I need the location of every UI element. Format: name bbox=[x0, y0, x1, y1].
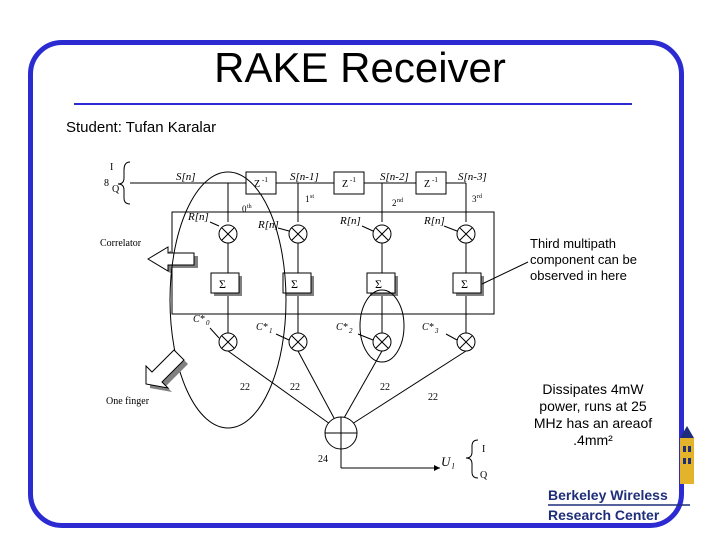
r-feed-3 bbox=[443, 225, 458, 232]
width-22-c: 22 bbox=[380, 382, 390, 393]
tap-1-label: 1 bbox=[305, 194, 310, 204]
tap-0-label: 0 bbox=[242, 204, 247, 214]
s-n3-label: S[n-3] bbox=[458, 171, 487, 183]
logo-line-1: Berkeley Wireless bbox=[548, 487, 668, 503]
sum-block-2 bbox=[366, 272, 398, 296]
multiplier-r-1 bbox=[288, 224, 308, 244]
tap-3-sup: rd bbox=[477, 194, 482, 200]
input-q-label: Q bbox=[112, 184, 120, 195]
sum-2-label: Σ bbox=[375, 277, 382, 291]
input-bits-label: 8 bbox=[104, 178, 109, 189]
to-adder-2 bbox=[343, 350, 383, 419]
slide-subtitle: Student: Tufan Karalar bbox=[66, 119, 217, 136]
delay-1-exp: -1 bbox=[262, 176, 268, 184]
output-brace bbox=[465, 439, 479, 479]
slide-title: RAKE Receiver bbox=[214, 44, 506, 91]
tap-2-label: 2 bbox=[392, 198, 397, 208]
tap-2-sup: nd bbox=[397, 198, 403, 204]
one-finger-outline bbox=[169, 171, 287, 429]
width-22-b: 22 bbox=[290, 382, 300, 393]
multipath-note: Third multipath component can be observe… bbox=[530, 236, 637, 283]
c-feed-2 bbox=[357, 333, 374, 341]
correlator-arrow bbox=[147, 246, 198, 274]
delay-block-3 bbox=[415, 171, 447, 195]
c2-label: C* bbox=[336, 322, 348, 333]
multiplier-r-3 bbox=[456, 224, 476, 244]
delay-2-label: Z bbox=[342, 179, 348, 190]
one-finger-label: One finger bbox=[106, 396, 150, 407]
c-feed-0 bbox=[209, 327, 220, 339]
multiplier-r-0 bbox=[218, 224, 238, 244]
r-n-label-0: R[n] bbox=[187, 211, 209, 223]
tap-3-label: 3 bbox=[472, 194, 477, 204]
c0-sub: 0 bbox=[206, 319, 210, 327]
delay-3-exp: -1 bbox=[432, 176, 438, 184]
multiplier-c-3 bbox=[456, 332, 476, 352]
title-underline bbox=[74, 103, 632, 105]
to-adder-0 bbox=[227, 350, 331, 425]
s-n1-label: S[n-1] bbox=[290, 171, 319, 183]
sum-0-label: Σ bbox=[219, 277, 226, 291]
c3-sub: 3 bbox=[434, 327, 439, 335]
multiplier-c-2 bbox=[372, 332, 392, 352]
slide-frame bbox=[28, 40, 684, 528]
sum-3-label: Σ bbox=[461, 277, 468, 291]
r-n-label-1: R[n] bbox=[257, 219, 279, 231]
multipath-pointer bbox=[481, 261, 529, 285]
output-u-sub: l bbox=[452, 462, 455, 471]
output-i-label: I bbox=[482, 444, 485, 455]
to-adder-3 bbox=[351, 350, 467, 425]
c2-sub: 2 bbox=[349, 327, 353, 335]
multiplier-c-0 bbox=[218, 332, 238, 352]
multiplier-r-2 bbox=[372, 224, 392, 244]
delay-block-2 bbox=[333, 171, 365, 195]
power-note: Dissipates 4mW power, runs at 25 MHz has… bbox=[533, 381, 653, 448]
delay-block-1 bbox=[245, 171, 277, 195]
c0-label: C* bbox=[193, 314, 205, 325]
correlator-label: Correlator bbox=[100, 238, 142, 249]
width-22-d: 22 bbox=[428, 392, 438, 403]
c3-label: C* bbox=[422, 322, 434, 333]
r-feed-0 bbox=[209, 221, 220, 227]
delay-1-label: Z bbox=[254, 179, 260, 190]
tap-1-sup: st bbox=[310, 194, 314, 200]
to-adder-1 bbox=[297, 350, 335, 419]
width-24: 24 bbox=[318, 454, 328, 465]
delay-3-label: Z bbox=[424, 179, 430, 190]
input-brace bbox=[117, 161, 131, 205]
s-n2-label: S[n-2] bbox=[380, 171, 409, 183]
sum-block-0 bbox=[210, 272, 242, 296]
c1-label: C* bbox=[256, 322, 268, 333]
tap-0-sup: th bbox=[247, 204, 252, 210]
one-finger-arrow bbox=[145, 349, 188, 392]
sum-1-label: Σ bbox=[291, 277, 298, 291]
r-feed-1 bbox=[277, 227, 290, 232]
output-q-label: Q bbox=[480, 470, 488, 481]
c-feed-1 bbox=[275, 333, 290, 341]
width-22-a: 22 bbox=[240, 382, 250, 393]
s-n-label: S[n] bbox=[176, 171, 196, 183]
logo-line-2: Research Center bbox=[548, 507, 660, 523]
delay-2-exp: -1 bbox=[350, 176, 356, 184]
r-n-label-3: R[n] bbox=[423, 215, 445, 227]
input-i-label: I bbox=[110, 162, 113, 173]
multiplier-c-1 bbox=[288, 332, 308, 352]
campanile-logo-icon bbox=[680, 426, 694, 484]
r-feed-2 bbox=[361, 225, 374, 232]
multipath-highlight bbox=[359, 289, 405, 363]
bwrc-logo: Berkeley Wireless Research Center bbox=[548, 487, 688, 523]
r-n-label-2: R[n] bbox=[339, 215, 361, 227]
sum-block-1 bbox=[282, 272, 314, 296]
final-adder bbox=[324, 416, 358, 450]
c1-sub: 1 bbox=[269, 327, 273, 335]
c-feed-3 bbox=[445, 333, 458, 341]
output-u-label: U bbox=[441, 454, 452, 469]
sum-block-3 bbox=[452, 272, 484, 296]
correlator-box bbox=[171, 211, 495, 315]
